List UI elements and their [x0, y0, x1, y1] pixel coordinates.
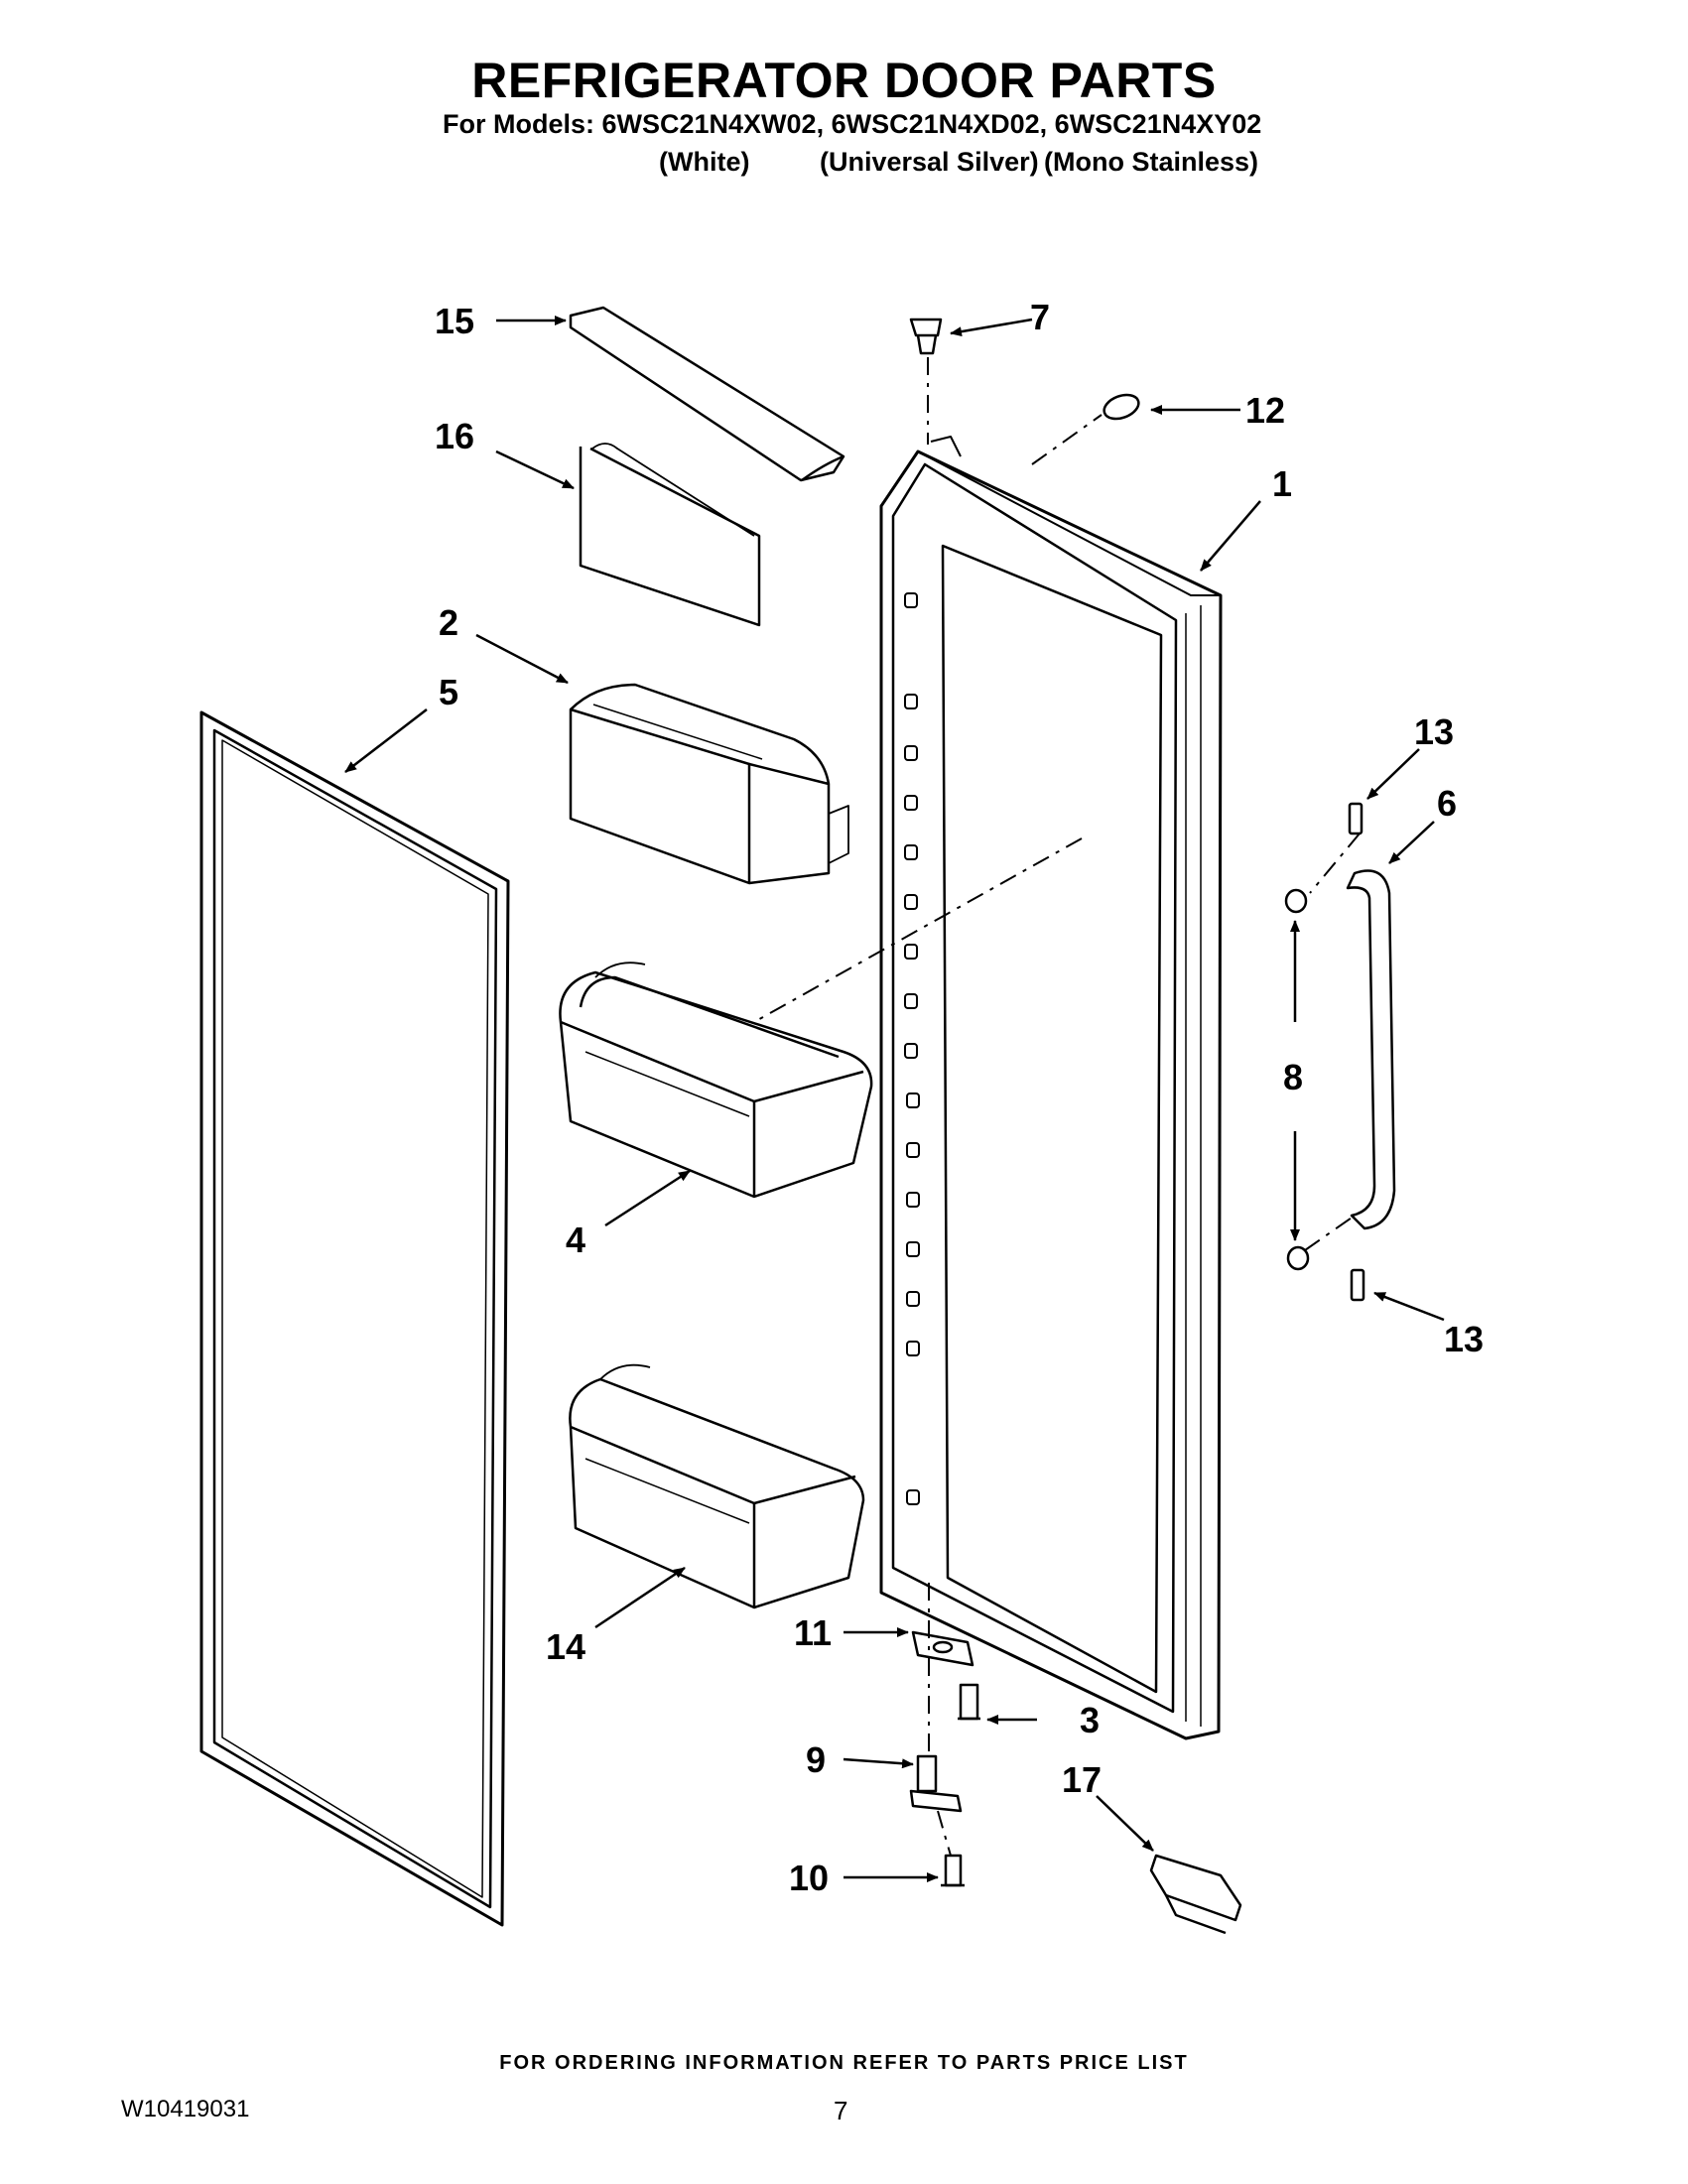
door-gasket-part — [199, 710, 510, 1927]
callout-7: 7 — [1030, 297, 1050, 337]
models-line: For Models: 6WSC21N4XW02, 6WSC21N4XD02, … — [443, 109, 1262, 139]
callout-13-top: 13 — [1414, 711, 1454, 752]
leader-17 — [1096, 1795, 1154, 1852]
hinge-cap-part — [1103, 393, 1140, 421]
document-number: W10419031 — [121, 2096, 250, 2122]
callout-3: 3 — [1080, 1700, 1100, 1740]
leader-9 — [843, 1757, 914, 1769]
handle-screw-top-part — [1348, 802, 1363, 835]
handle-spacer-top-part — [1284, 888, 1308, 914]
callout-15: 15 — [435, 301, 474, 341]
hinge-bolt-part — [941, 1854, 965, 1887]
ordering-note: FOR ORDERING INFORMATION REFER TO PARTS … — [499, 2052, 1189, 2074]
leader-2 — [475, 633, 569, 685]
leader-13-top — [1366, 748, 1420, 800]
leader-4 — [604, 1169, 691, 1227]
guide-line-bin — [753, 837, 1083, 1023]
dairy-bin-part — [569, 683, 849, 885]
leader-16 — [495, 450, 575, 490]
color-white: (White) — [659, 147, 750, 177]
handle-screw-bottom-part — [1350, 1268, 1365, 1302]
callout-12: 12 — [1245, 390, 1285, 431]
guide-line-handle-bottom — [1304, 1215, 1356, 1251]
dairy-door-part — [579, 443, 761, 627]
shelf-retainer-part — [569, 306, 845, 482]
callout-9: 9 — [806, 1739, 826, 1780]
callout-14: 14 — [546, 1626, 585, 1667]
leader-1 — [1200, 500, 1261, 572]
callout-8: 8 — [1283, 1057, 1303, 1097]
callout-13-bottom: 13 — [1444, 1319, 1484, 1359]
callout-2: 2 — [439, 602, 458, 643]
leader-7 — [950, 318, 1033, 337]
callout-4: 4 — [566, 1220, 585, 1260]
hinge-screw-part — [958, 1683, 980, 1721]
leader-5 — [344, 708, 428, 773]
guide-line-handle-top — [1309, 833, 1361, 894]
callout-5: 5 — [439, 672, 458, 712]
leader-6 — [1388, 821, 1435, 864]
callout-6: 6 — [1437, 783, 1457, 824]
page-number: 7 — [834, 2096, 848, 2125]
leader-14 — [594, 1566, 686, 1629]
guide-line-cap — [1031, 414, 1103, 465]
door-liner-part — [879, 436, 1223, 1740]
door-bin-part — [559, 962, 873, 1199]
guide-line-bolt — [937, 1810, 952, 1857]
callout-1: 1 — [1272, 463, 1292, 504]
callout-16: 16 — [435, 416, 474, 456]
leader-13-bottom — [1373, 1291, 1445, 1322]
callout-10: 10 — [789, 1858, 829, 1898]
page-title: REFRIGERATOR DOOR PARTS — [471, 53, 1217, 108]
color-universal-silver: (Universal Silver) — [820, 147, 1039, 177]
hinge-shim-part — [911, 1630, 974, 1667]
hinge-cover-part — [1149, 1854, 1242, 1935]
color-mono-stainless: (Mono Stainless) — [1044, 147, 1259, 177]
door-bin-lower-part — [569, 1363, 865, 1609]
callout-11: 11 — [794, 1612, 832, 1653]
door-handle-part — [1346, 869, 1396, 1230]
door-shelf-sockets — [904, 592, 920, 1505]
hinge-bushing-part — [909, 318, 943, 355]
handle-spacer-bottom-part — [1286, 1245, 1310, 1271]
callout-17: 17 — [1062, 1759, 1102, 1800]
hinge-pin-part — [909, 1754, 963, 1813]
